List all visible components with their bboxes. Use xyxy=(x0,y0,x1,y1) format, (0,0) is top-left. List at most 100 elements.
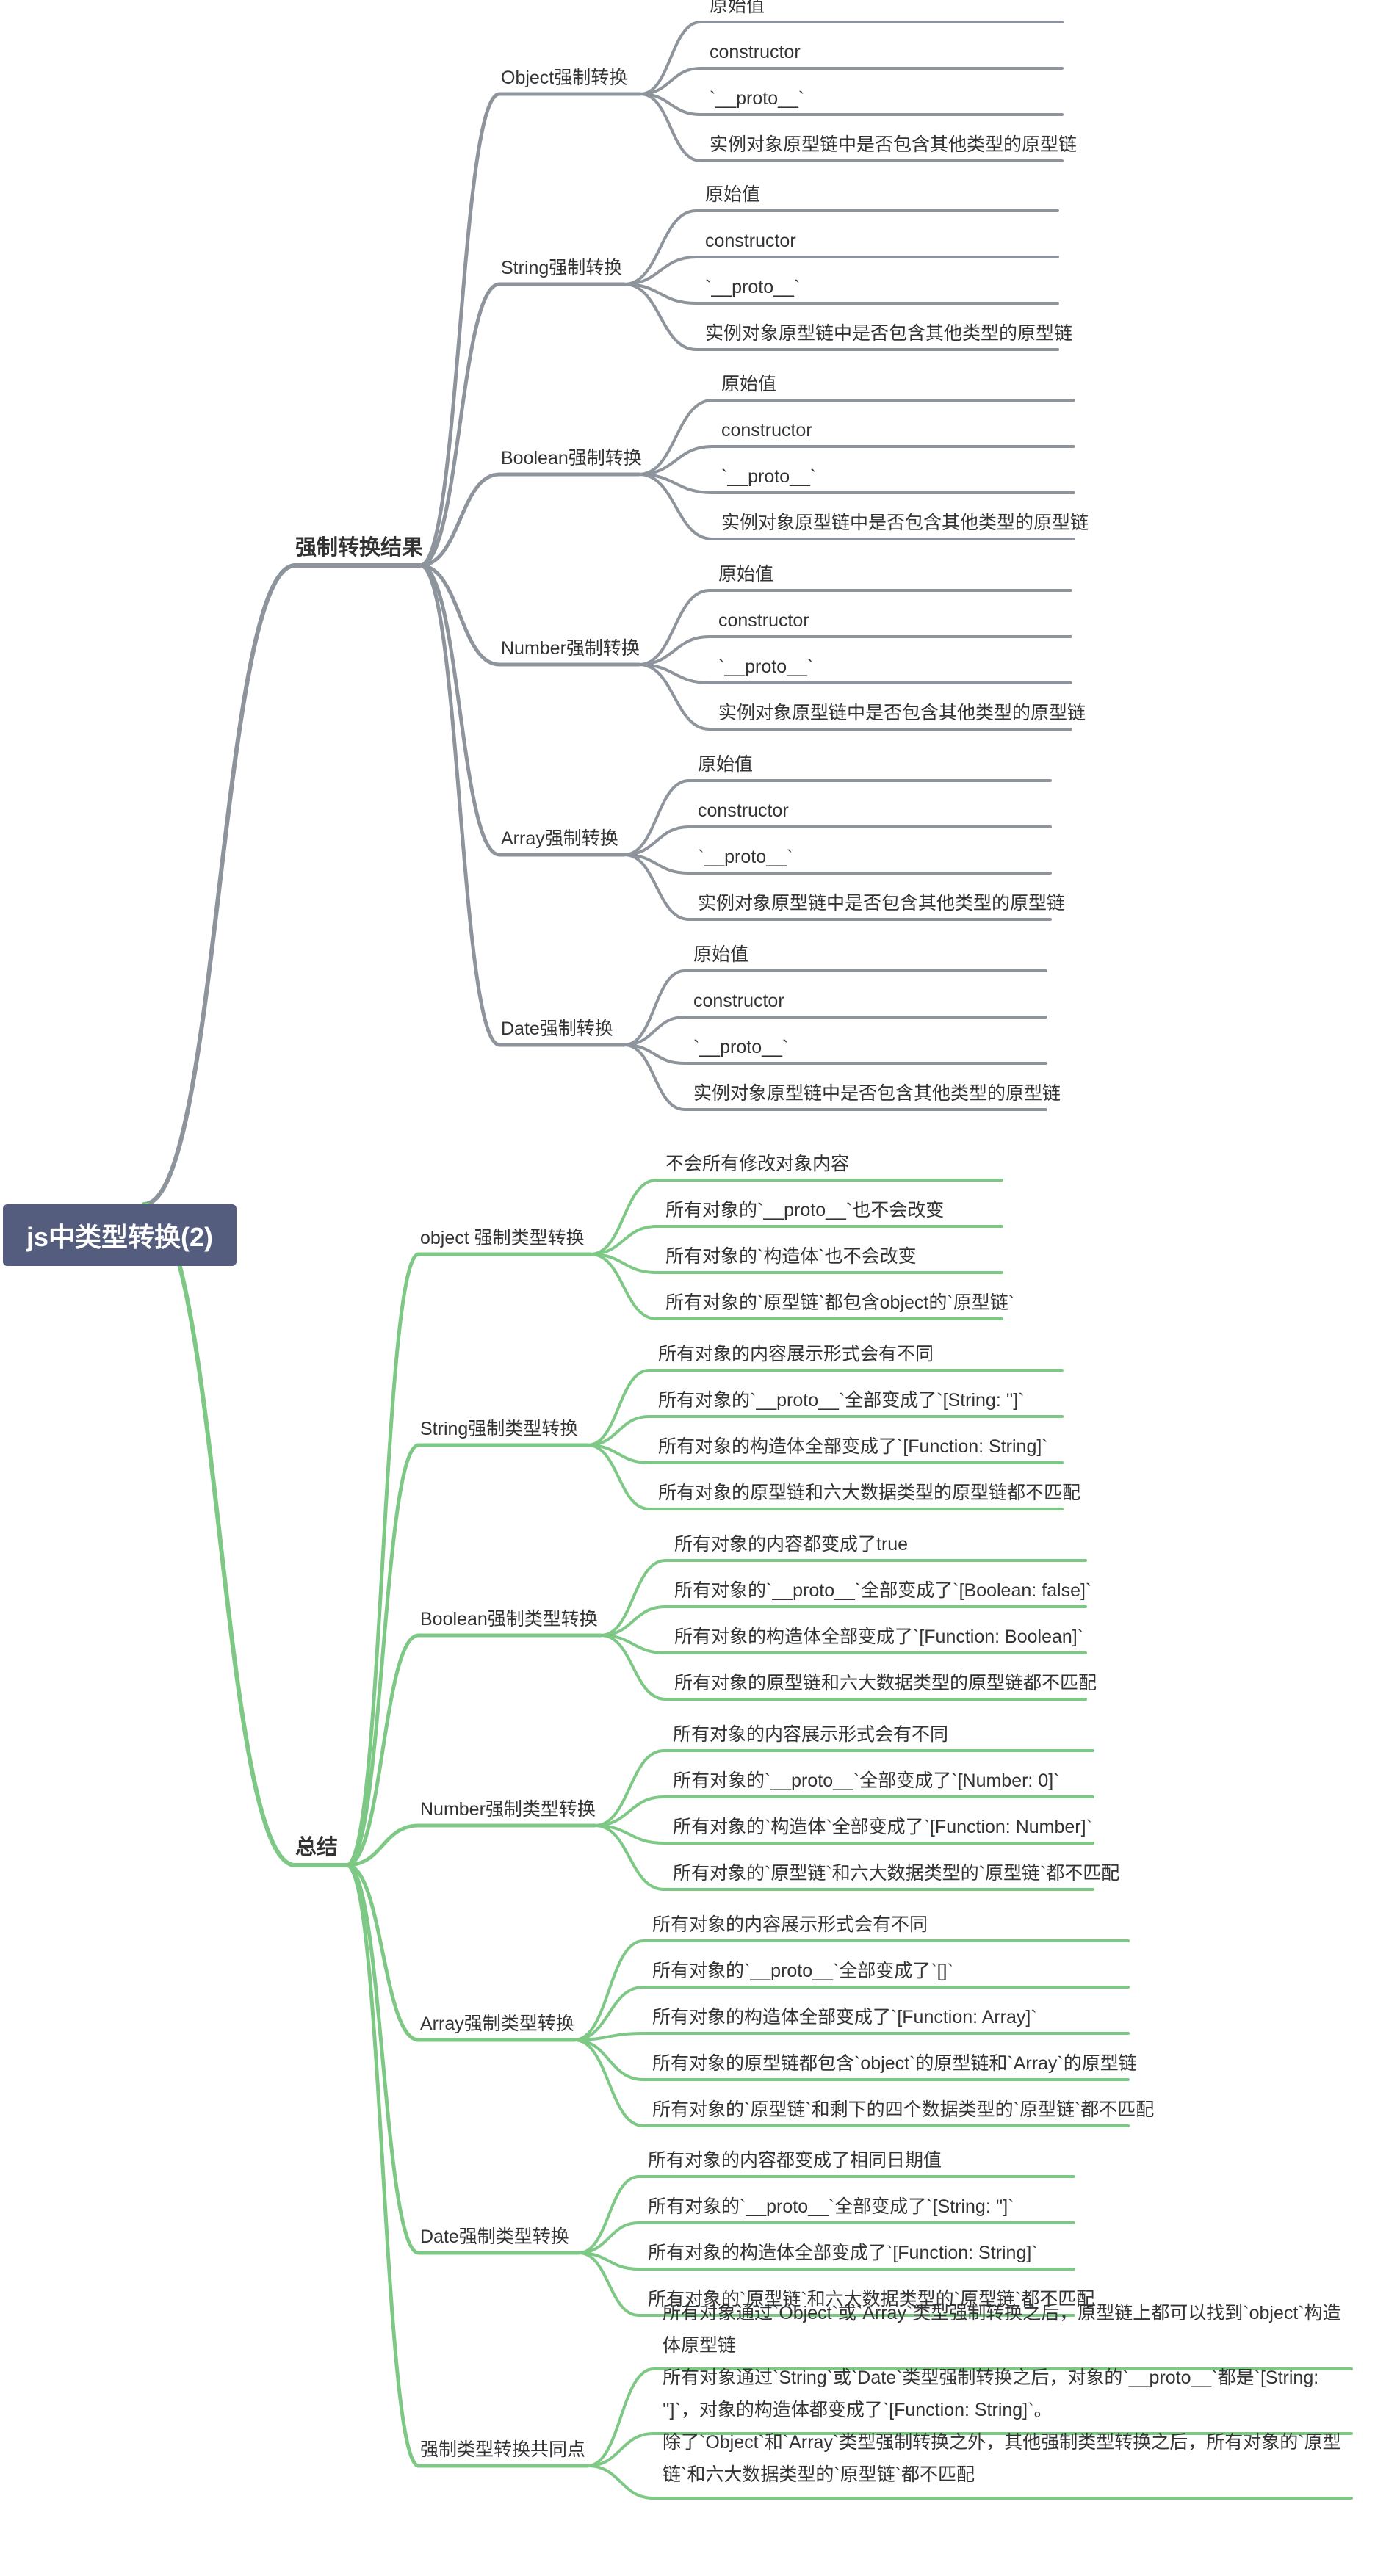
leaf-label[interactable]: `__proto__` xyxy=(705,277,801,297)
level2-label[interactable]: Number强制转换 xyxy=(501,638,640,659)
leaf-label[interactable]: 所有对象的构造体全部变成了`[Function: String]` xyxy=(648,2243,1038,2263)
leaf-label[interactable]: `__proto__` xyxy=(698,847,793,867)
level3-connector xyxy=(639,67,702,95)
level2-label[interactable]: String强制转换 xyxy=(501,258,623,278)
leaf-label[interactable]: 所有对象的`原型链`和六大数据类型的`原型链`都不匹配 xyxy=(673,1863,1120,1884)
level3-connector xyxy=(589,1253,658,1320)
leaf-label[interactable]: 所有对象的`构造体`全部变成了`[Function: Number]` xyxy=(673,1817,1092,1837)
level3-connector xyxy=(586,1369,651,1447)
level3-connector xyxy=(586,2432,655,2467)
leaf-label[interactable]: 原始值 xyxy=(693,944,749,965)
leaf-label[interactable]: `__proto__` xyxy=(693,1037,789,1057)
leaf-label[interactable]: 所有对象的内容展示形式会有不同 xyxy=(673,1724,949,1745)
root-node[interactable]: js中类型转换(2) xyxy=(3,1204,237,1266)
leaf-label[interactable]: constructor xyxy=(698,800,789,821)
level2-connector xyxy=(344,1863,421,2255)
level3-connector xyxy=(638,589,711,666)
leaf-label[interactable]: 所有对象的内容展示形式会有不同 xyxy=(658,1344,934,1364)
level2-label[interactable]: Array强制类型转换 xyxy=(420,2014,574,2034)
leaf-label[interactable]: 所有对象的构造体全部变成了`[Function: Array]` xyxy=(652,2007,1037,2027)
level3-connector xyxy=(638,445,714,476)
level3-connector xyxy=(573,1939,645,2041)
level2-label[interactable]: Date强制类型转换 xyxy=(420,2226,569,2247)
level3-connector xyxy=(589,1225,658,1256)
leaf-label[interactable]: 实例对象原型链中是否包含其他类型的原型链 xyxy=(693,1083,1061,1104)
leaf-label[interactable]: 所有对象的构造体全部变成了`[Function: Boolean]` xyxy=(674,1627,1084,1647)
level3-connector xyxy=(589,1179,658,1256)
root-connector xyxy=(142,1202,297,1867)
level3-connector xyxy=(623,853,690,921)
level2-connector xyxy=(418,563,502,857)
level3-connector xyxy=(593,1749,665,1827)
leaf-label[interactable]: 所有对象通过`String`或`Date`类型强制转换之后，对象的`__prot… xyxy=(663,2367,1319,2420)
leaf-label[interactable]: 所有对象的`__proto__`也不会改变 xyxy=(665,1200,945,1220)
level3-connector xyxy=(577,2221,640,2254)
leaf-label[interactable]: 不会所有修改对象内容 xyxy=(665,1154,850,1174)
level3-connector xyxy=(639,93,702,162)
leaf-label[interactable]: 所有对象的原型链和六大数据类型的原型链都不匹配 xyxy=(674,1673,1097,1693)
level2-label[interactable]: Number强制类型转换 xyxy=(420,1799,596,1820)
level3-connector xyxy=(586,1444,651,1510)
level2-connector xyxy=(418,563,502,1047)
leaf-label[interactable]: 原始值 xyxy=(710,0,765,16)
level3-connector xyxy=(638,635,711,666)
level2-label[interactable]: Array强制转换 xyxy=(501,828,618,849)
leaf-label[interactable]: 所有对象的`__proto__`全部变成了`[Boolean: false]` xyxy=(674,1580,1092,1601)
leaf-label[interactable]: 实例对象原型链中是否包含其他类型的原型链 xyxy=(718,703,1086,723)
level2-label[interactable]: Boolean强制类型转换 xyxy=(420,1609,598,1629)
leaf-label[interactable]: 实例对象原型链中是否包含其他类型的原型链 xyxy=(698,893,1066,913)
leaf-label[interactable]: 所有对象的内容都变成了相同日期值 xyxy=(648,2150,942,2171)
level2-label[interactable]: String强制类型转换 xyxy=(420,1419,579,1439)
leaf-label[interactable]: 原始值 xyxy=(718,564,774,585)
level1-label[interactable]: 强制转换结果 xyxy=(295,536,424,560)
level2-label[interactable]: 强制类型转换共同点 xyxy=(420,2439,586,2460)
leaf-label[interactable]: 原始值 xyxy=(721,374,777,394)
leaf-label[interactable]: 所有对象的内容展示形式会有不同 xyxy=(652,1914,928,1935)
leaf-label[interactable]: 实例对象原型链中是否包含其他类型的原型链 xyxy=(721,513,1089,533)
level2-label[interactable]: Boolean强制转换 xyxy=(501,448,642,468)
leaf-label[interactable]: 实例对象原型链中是否包含其他类型的原型链 xyxy=(705,323,1073,344)
leaf-label[interactable]: 所有对象的原型链和六大数据类型的原型链都不匹配 xyxy=(658,1483,1081,1503)
level3-connector xyxy=(593,1795,665,1827)
leaf-label[interactable]: 所有对象的`__proto__`全部变成了`[String: '']` xyxy=(648,2196,1014,2217)
leaf-label[interactable]: 所有对象的`构造体`也不会改变 xyxy=(665,1246,917,1267)
leaf-label[interactable]: 所有对象的`原型链`和剩下的四个数据类型的`原型链`都不匹配 xyxy=(652,2099,1155,2120)
leaf-label[interactable]: constructor xyxy=(721,420,812,441)
leaf-label[interactable]: 所有对象的构造体全部变成了`[Function: String]` xyxy=(658,1436,1048,1457)
leaf-label[interactable]: 所有对象的`原型链`都包含object的`原型链` xyxy=(665,1292,1015,1313)
leaf-label[interactable]: 所有对象的`原型链`和六大数据类型的`原型链`都不匹配 xyxy=(648,2289,1095,2309)
level2-label[interactable]: object 强制类型转换 xyxy=(420,1228,585,1248)
leaf-label[interactable]: `__proto__` xyxy=(721,466,817,487)
level3-connector xyxy=(577,2175,640,2254)
level2-connector xyxy=(344,1823,421,1867)
level3-connector xyxy=(623,1043,686,1111)
leaf-label[interactable]: 所有对象的`__proto__`全部变成了`[String: '']` xyxy=(658,1390,1025,1411)
leaf-label[interactable]: 所有对象的原型链都包含`object`的原型链和`Array`的原型链 xyxy=(652,2053,1137,2074)
level2-connector xyxy=(418,282,502,568)
leaf-label[interactable]: constructor xyxy=(710,42,801,62)
leaf-label[interactable]: constructor xyxy=(718,610,809,631)
leaf-label[interactable]: 所有对象的`__proto__`全部变成了`[Number: 0]` xyxy=(673,1770,1060,1791)
leaf-label[interactable]: 所有对象的`__proto__`全部变成了`[]` xyxy=(652,1961,953,1981)
level3-connector xyxy=(639,21,702,95)
level2-connector xyxy=(344,1633,421,1867)
level2-label[interactable]: Object强制转换 xyxy=(501,68,628,88)
level3-connector xyxy=(599,1605,667,1637)
level3-connector xyxy=(623,1016,686,1046)
leaf-label[interactable]: 所有对象通过`Object`或`Array`类型强制转换之后，原型链上都可以找到… xyxy=(663,2303,1341,2356)
leaf-label[interactable]: constructor xyxy=(705,231,796,251)
leaf-label[interactable]: 原始值 xyxy=(698,754,754,775)
leaf-label[interactable]: `__proto__` xyxy=(718,656,814,677)
level2-connector xyxy=(418,92,502,568)
leaf-label[interactable]: 除了`Object`和`Array`类型强制转换之外，其他强制类型转换之后，所有… xyxy=(663,2432,1341,2485)
leaf-label[interactable]: constructor xyxy=(693,991,784,1011)
leaf-label[interactable]: 原始值 xyxy=(705,184,761,205)
root-connector xyxy=(142,563,297,1206)
level1-label[interactable]: 总结 xyxy=(295,1836,339,1859)
level3-connector xyxy=(623,256,698,286)
level2-label[interactable]: Date强制转换 xyxy=(501,1019,613,1039)
leaf-label[interactable]: 所有对象的内容都变成了true xyxy=(674,1534,909,1555)
leaf-label[interactable]: `__proto__` xyxy=(710,88,805,109)
leaf-label[interactable]: 实例对象原型链中是否包含其他类型的原型链 xyxy=(710,134,1078,155)
